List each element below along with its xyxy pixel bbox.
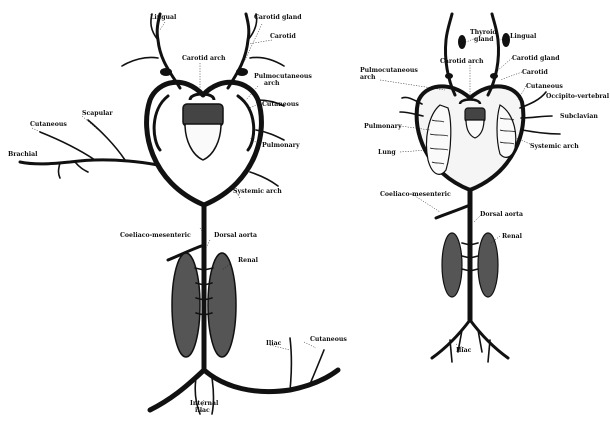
right-carotid-left <box>445 14 455 95</box>
left-ventricle <box>185 124 221 160</box>
left-iliac-right <box>204 370 338 392</box>
right-label-pulmocutaneous: Pulmocutaneous <box>360 67 418 74</box>
left-inner-arc-right <box>238 96 254 150</box>
left-iliac-branch-up <box>290 338 292 390</box>
right-carotid-gland-right <box>490 73 498 79</box>
left-carotid-gland-right <box>236 68 248 76</box>
left-label-renal: Renal <box>238 257 259 264</box>
right-label-lung: Lung <box>378 149 396 156</box>
left-scapular-artery <box>88 120 125 160</box>
left-label-scapular: Scapular <box>82 110 113 117</box>
left-label-internal-iliac-1: Internal <box>190 400 219 407</box>
left-heart <box>183 94 223 160</box>
left-label-internal-iliac-2: iliac <box>195 407 210 414</box>
right-kidney-right <box>478 233 498 297</box>
left-carotid-right <box>228 14 249 88</box>
left-label-lingual: Lingual <box>150 14 177 21</box>
left-side-branch-b <box>250 57 284 66</box>
right-label-systemic-arch: Systemic arch <box>530 143 579 150</box>
right-label-thyroid-gland-1: Thyroid <box>470 29 497 36</box>
left-label-brachial: Brachial <box>8 151 38 158</box>
right-label-thyroid-gland-2: gland <box>474 36 494 43</box>
left-carotid-left <box>157 14 180 88</box>
right-label-cutaneous: Cutaneous <box>526 83 563 90</box>
left-label-pulmonary: Pulmonary <box>262 142 300 149</box>
right-label-pulmonary: Pulmonary <box>364 123 402 130</box>
right-label-carotid-gland: Carotid gland <box>512 55 560 62</box>
left-inner-arc-left <box>154 96 168 150</box>
left-brachial-artery <box>20 160 158 165</box>
right-coeliaco-mesenteric <box>436 205 470 218</box>
right-label-subclavian: Subclavian <box>560 113 598 120</box>
right-label-occipito-vertebral: Occipito-vertebral <box>546 93 610 100</box>
right-kidney-left <box>442 233 462 297</box>
right-thyroid-gland-left <box>458 35 466 49</box>
right-arterial-diagram: Thyroid gland Lingual Carotid gland Caro… <box>360 14 610 362</box>
left-systemic-branch <box>250 172 278 186</box>
left-label-systemic-arch: Systemic arch <box>233 188 282 195</box>
left-side-branch-a <box>122 57 158 66</box>
right-label-lingual: Lingual <box>510 33 537 40</box>
left-label-pulmocutaneous: Pulmocutaneous <box>254 73 312 80</box>
left-atria <box>183 104 223 126</box>
left-label-cutaneous-lower: Cutaneous <box>310 336 347 343</box>
right-carotid-right <box>488 14 499 95</box>
left-cutaneous-branch <box>40 132 95 160</box>
left-brachial-twig-1 <box>59 163 61 178</box>
right-label-carotid: Carotid <box>522 69 549 76</box>
left-label-iliac: Iliac <box>266 340 282 347</box>
left-label-carotid-gland: Carotid gland <box>254 14 302 21</box>
left-label-cutaneous-left: Cutaneous <box>30 121 67 128</box>
right-label-renal: Renal <box>502 233 523 240</box>
left-carotid-gland-left <box>160 68 172 76</box>
left-label-dorsal-aorta: Dorsal aorta <box>214 232 257 239</box>
left-label-cutaneous-right: Cutaneous <box>262 101 299 108</box>
left-label-carotid-arch: Carotid arch <box>182 55 226 62</box>
right-label-pulmocutaneous-arch: arch <box>360 74 376 81</box>
right-carotid-gland-left <box>445 73 453 79</box>
left-brachial-twig-2 <box>75 162 88 172</box>
left-label-coeliaco-mesenteric: Coeliaco-mesenteric <box>120 232 191 239</box>
right-thyroid-gland-right <box>502 33 510 47</box>
right-label-iliac: Iliac <box>456 347 472 354</box>
left-label-pulmocutaneous-arch: arch <box>264 80 280 87</box>
left-arterial-diagram: Lingual Carotid gland Carotid Carotid ar… <box>8 14 347 414</box>
left-label-carotid: Carotid <box>270 33 297 40</box>
right-label-coeliaco-mesenteric: Coeliaco-mesenteric <box>380 191 451 198</box>
right-label-carotid-arch: Carotid arch <box>440 58 484 65</box>
right-label-dorsal-aorta: Dorsal aorta <box>480 211 523 218</box>
